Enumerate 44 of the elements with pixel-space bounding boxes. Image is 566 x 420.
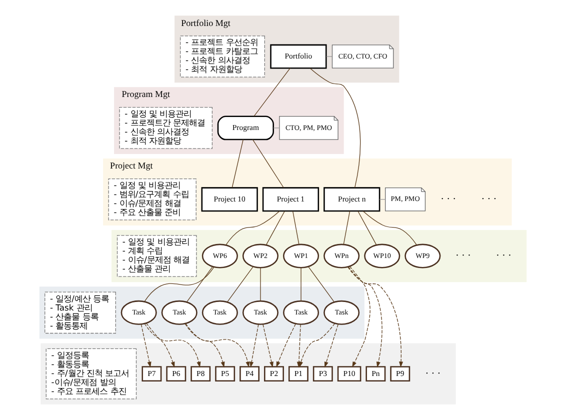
arrow — [185, 323, 225, 368]
label: · · · — [455, 250, 471, 262]
arrow — [250, 324, 259, 368]
node-box: - 일정 및 비용관리 - 계획 수립 - 이슈/문제점 해결 - 산출물 관리 — [116, 235, 197, 277]
connector — [144, 266, 214, 302]
connector — [252, 139, 284, 188]
cluster — [111, 230, 527, 282]
connector — [300, 268, 302, 302]
label: · · · — [425, 368, 441, 380]
node-box: - 일정 및 비용관리 - 프로젝트간 문제해결 - 신속한 의사결정 - 최적 자원할당 — [119, 107, 213, 149]
connector — [232, 139, 244, 188]
arrow — [146, 322, 175, 368]
arrow — [144, 323, 201, 368]
node-box: - 프로젝트 우선순위 - 프로젝트 카탈로그 - 신속한 의사결정 - 최적 자원할당 — [180, 36, 265, 78]
label: · · · — [481, 194, 497, 205]
connector — [358, 210, 377, 246]
connector — [362, 210, 417, 246]
arrow — [299, 323, 336, 368]
arrow — [349, 266, 370, 368]
connector — [226, 210, 280, 246]
connector — [308, 266, 335, 302]
arrow — [276, 324, 296, 368]
connector — [343, 210, 350, 245]
connector — [254, 68, 291, 116]
arrow — [184, 323, 250, 368]
connector — [260, 268, 261, 302]
arrow — [324, 324, 338, 368]
arrow — [262, 324, 274, 368]
node-box: - 일정/예산 등록 - Task 관리 - 산출물 등록 - 활동통제 — [44, 292, 116, 334]
connector — [266, 210, 285, 246]
connector — [310, 68, 361, 188]
label: · · · — [496, 250, 512, 262]
node-box: - 일정등록 - 활동등록 - 주/월간 진척 보고서 -이슈/문제점 발의 - 주요 프로세스 추진 — [46, 348, 137, 400]
node-box: - 일정 및 비용관리 - 범위/요구계획 수립 - 이슈/문제점 해결 - 주요 산출물 준비 — [108, 178, 196, 220]
arrow — [140, 324, 152, 368]
label: · · · — [440, 194, 456, 205]
arrow — [348, 266, 382, 368]
connector — [186, 266, 213, 302]
cluster — [39, 286, 364, 339]
connector — [292, 210, 300, 245]
arrow — [348, 266, 404, 368]
cluster — [40, 343, 456, 404]
connector — [226, 266, 254, 302]
connector — [326, 56, 332, 57]
